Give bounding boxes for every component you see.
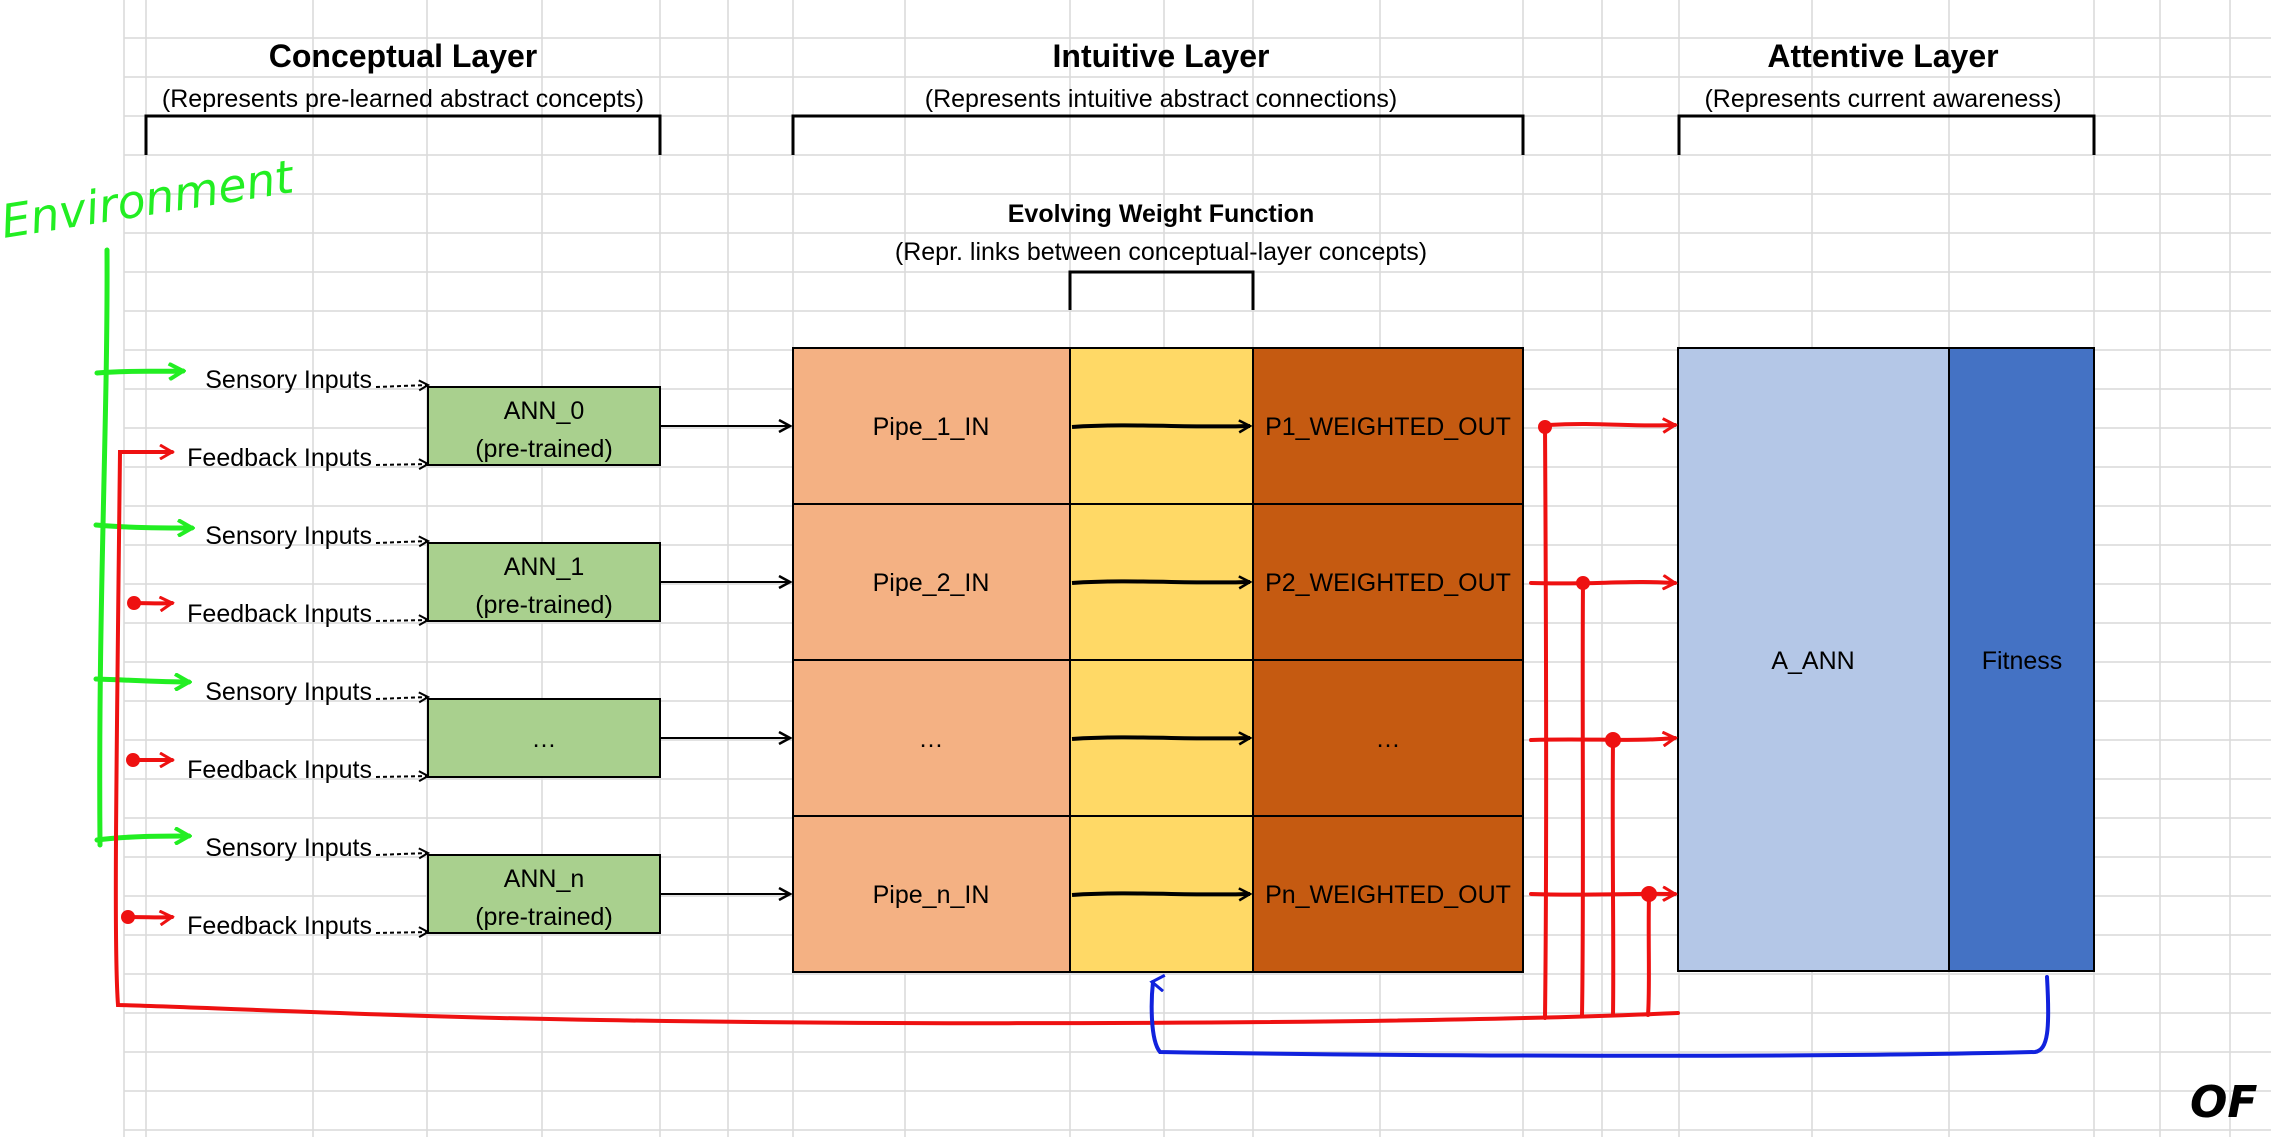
sensory-connector-1: [375, 541, 428, 543]
ann-note-0: (pre-trained): [475, 435, 613, 463]
attentive-layer-subtitle: (Represents current awareness): [1704, 85, 2061, 113]
weighted-out-box-1: [1252, 503, 1524, 661]
out-to-attentive-1: [1529, 582, 1675, 583]
feedback-tap-2: [1610, 738, 1616, 1017]
conceptual-layer-title: Conceptual Layer: [269, 38, 538, 74]
feedback-lines: [113, 420, 1680, 1026]
environment-label: Environment: [0, 149, 299, 249]
weighted-out-box-2: [1252, 659, 1524, 817]
attentive-layer-header: Attentive Layer (Represents current awar…: [1677, 38, 2096, 155]
signature-mark: OF: [2190, 1077, 2257, 1128]
fitness-box: [1948, 347, 2095, 972]
weight-function-subtitle: (Repr. links between conceptual-layer co…: [895, 238, 1427, 266]
intuitive-pipes: Pipe_1_IN P1_WEIGHTED_OUT Pipe_2_IN P2_WEIG…: [792, 347, 1524, 973]
a-ann-label: A_ANN: [1771, 647, 1854, 675]
fitness-label: Fitness: [1982, 647, 2063, 675]
intuitive-layer-header: Intuitive Layer (Represents intuitive ab…: [791, 38, 1525, 155]
ann-name-2: …: [532, 725, 557, 753]
ann-box-3: [427, 854, 661, 934]
ann-note-1: (pre-trained): [475, 591, 613, 619]
weight-arrow-0: [1071, 425, 1250, 427]
out-to-attentive-3: [1529, 894, 1675, 895]
sensory-connector-2: [375, 697, 428, 699]
sensory-input-label-1: Sensory Inputs: [205, 522, 372, 550]
sensory-branch-1: [93, 525, 192, 528]
feedback-tap-0: [1543, 423, 1549, 1020]
weighted-out-label-1: P2_WEIGHTED_OUT: [1265, 569, 1511, 597]
feedback-tap-3: [1646, 892, 1651, 1017]
feedback-input-label-1: Feedback Inputs: [187, 600, 372, 628]
attentive-boxes: A_ANN Fitness: [1677, 347, 2095, 972]
weight-arrow-3: [1071, 893, 1250, 895]
attentive-layer-bracket: [1677, 114, 2096, 155]
bus-dot-1: [127, 596, 141, 610]
pipe-in-box-3: [792, 815, 1071, 973]
weighted-out-box-0: [1252, 347, 1524, 505]
ann-name-3: ANN_n: [504, 865, 585, 893]
weighted-out-label-3: Pn_WEIGHTED_OUT: [1265, 881, 1511, 909]
attentive-layer-title: Attentive Layer: [1767, 38, 1998, 74]
sensory-branch-0: [94, 371, 183, 373]
sensory-connector-3: [375, 853, 428, 855]
bus-dot-3: [121, 910, 135, 924]
fitness-to-weights: [1152, 977, 2051, 1058]
feedback-input-label-0: Feedback Inputs: [187, 444, 372, 472]
pipe-in-box-0: [792, 347, 1071, 505]
junction-dot-0: [1538, 420, 1552, 434]
junction-dot-3: [1641, 886, 1657, 902]
junction-dot-1: [1576, 576, 1590, 590]
weighted-out-label-0: P1_WEIGHTED_OUT: [1265, 413, 1511, 441]
out-to-attentive-0: [1546, 424, 1675, 425]
a-ann-box: [1677, 347, 1950, 972]
conceptual-layer-header: Conceptual Layer (Represents pre-learned…: [144, 38, 662, 155]
out-to-attentive-2: [1529, 738, 1675, 740]
conceptual-layer-bracket: [144, 114, 662, 155]
fitness-feedback-line: [1152, 977, 2051, 1058]
ann-note-3: (pre-trained): [475, 903, 613, 931]
sensory-branch-2: [93, 679, 189, 682]
sensory-input-label-2: Sensory Inputs: [205, 678, 372, 706]
sensory-connector-0: [375, 385, 428, 387]
ann-box-0: [427, 386, 661, 466]
feedback-tap-1: [1580, 581, 1585, 1017]
weighted-out-box-3: [1252, 815, 1524, 973]
conceptual-layer-subtitle: (Represents pre-learned abstract concept…: [162, 85, 644, 113]
pipe-in-box-1: [792, 503, 1071, 661]
ann-box-1: [427, 542, 661, 622]
weighted-out-label-2: …: [1376, 725, 1401, 753]
pipe-in-label-2: …: [919, 725, 944, 753]
feedback-return-bus: [113, 450, 1680, 1026]
sensory-input-label-0: Sensory Inputs: [205, 366, 372, 394]
intuitive-layer-title: Intuitive Layer: [1053, 38, 1270, 74]
feedback-connector-0: [375, 464, 428, 465]
environment-trunk: [97, 247, 110, 848]
feedback-connector-1: [375, 620, 428, 621]
weight-arrow-1: [1071, 581, 1250, 583]
weight-function-bracket: [1068, 270, 1255, 310]
feedback-connector-2: [375, 776, 428, 777]
pipe-in-label-0: Pipe_1_IN: [873, 413, 990, 441]
feedback-connector-3: [375, 932, 428, 933]
sensory-branch-3: [94, 836, 189, 840]
weight-arrow-2: [1071, 737, 1250, 739]
pipe-in-label-1: Pipe_2_IN: [873, 569, 990, 597]
sensory-input-label-3: Sensory Inputs: [205, 834, 372, 862]
weight-function-title: Evolving Weight Function: [1008, 200, 1314, 228]
bus-dot-2: [126, 753, 140, 767]
junction-dot-2: [1605, 732, 1621, 748]
intuitive-layer-bracket: [791, 114, 1525, 155]
pipe-in-label-3: Pipe_n_IN: [873, 881, 990, 909]
environment-sensory-lines: [93, 247, 192, 848]
feedback-input-label-2: Feedback Inputs: [187, 756, 372, 784]
feedback-input-label-3: Feedback Inputs: [187, 912, 372, 940]
weight-function-header: Evolving Weight Function (Repr. links be…: [895, 200, 1427, 310]
ann-name-1: ANN_1: [504, 553, 585, 581]
intuitive-layer-subtitle: (Represents intuitive abstract connectio…: [925, 85, 1397, 113]
pipe-in-box-2: [792, 659, 1071, 817]
conceptual-anns: ANN_0 (pre-trained) ANN_1 (pre-trained) … ANN…: [427, 386, 790, 934]
ann-name-0: ANN_0: [504, 397, 585, 425]
